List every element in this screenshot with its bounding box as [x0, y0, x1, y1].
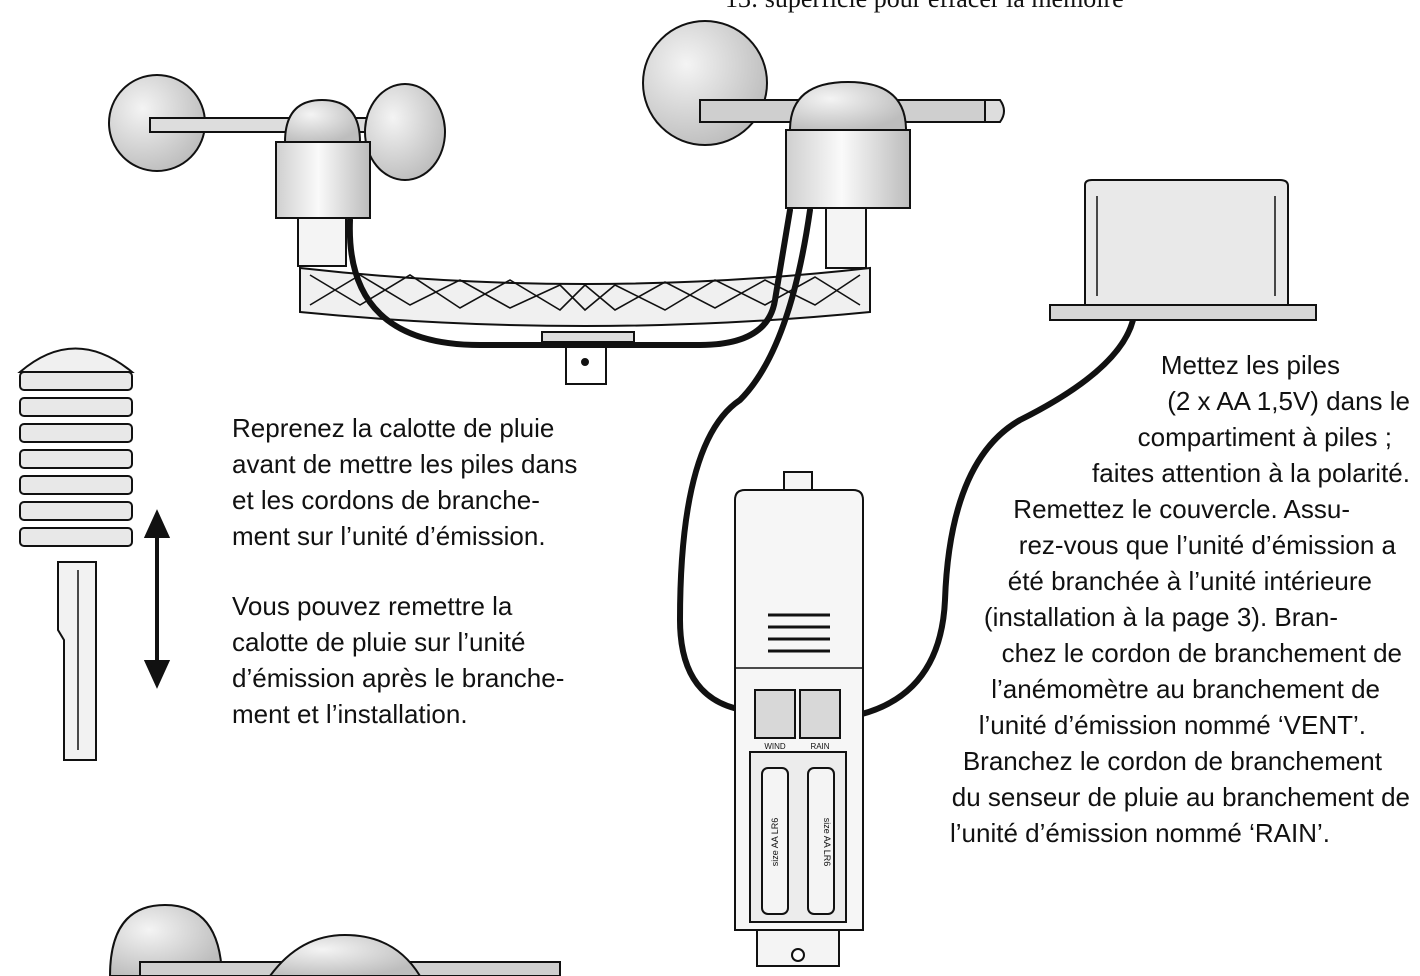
up-down-arrow [143, 509, 171, 689]
transmitter-vent [768, 613, 830, 653]
battery-2 [807, 767, 835, 915]
mounting-bar-frame [299, 266, 871, 327]
instruction-line: l’unité d’émission nommé ‘VENT’. [978, 710, 1366, 740]
rain-gauge-partial [108, 903, 561, 976]
instruction-batteries-cables: Mettez les piles (2 x AA 1,5V) dans le c… [880, 347, 1410, 851]
instruction-line: ment sur l’unité d’émission. [232, 521, 546, 551]
instruction-line: été branchée à l’unité intérieure [1007, 566, 1372, 596]
anemometer [108, 74, 446, 267]
battery-cover [1049, 179, 1317, 321]
battery-cover-flange [1049, 304, 1317, 321]
wind-vane [642, 20, 1005, 269]
anemometer-cable [346, 207, 793, 348]
instruction-line: chez le cordon de branchement de [1001, 638, 1402, 668]
instruction-line: Reprenez la calotte de pluie [232, 413, 555, 443]
instruction-remove-cap: Reprenez la calotte de pluie avant de me… [232, 410, 577, 554]
anemometer-dome [283, 98, 362, 143]
anemometer-cup-right [364, 83, 446, 181]
instruction-line: (installation à la page 3). Bran- [983, 602, 1338, 632]
instruction-line: Vous pouvez remettre la [232, 591, 513, 621]
battery-1 [761, 767, 789, 915]
wind-vane-mount [825, 207, 867, 269]
transmitter [734, 471, 864, 967]
instruction-line: compartiment à piles ; [1137, 422, 1392, 452]
anemometer-arm [149, 117, 401, 133]
instruction-line: Remettez le couvercle. Assu- [1013, 494, 1350, 524]
instruction-line: avant de mettre les piles dans [232, 449, 578, 479]
port-wind [754, 689, 796, 739]
instruction-line: faites attention à la polarité. [1092, 458, 1410, 488]
instruction-line: du senseur de pluie au branchement de [951, 782, 1410, 812]
instruction-line: Mettez les piles [1160, 350, 1340, 380]
anemometer-body [275, 141, 371, 219]
wind-vane-fin [642, 20, 768, 146]
instruction-line: d’émission après le branche- [232, 663, 565, 693]
anemometer-mount [297, 217, 347, 267]
instruction-line: et les cordons de branche- [232, 485, 540, 515]
instruction-replace-cap: Vous pouvez remettre la calotte de pluie… [232, 588, 564, 732]
instruction-line: l’unité d’émission nommé ‘RAIN’. [949, 818, 1330, 848]
instruction-line: Branchez le cordon de branchement [962, 746, 1382, 776]
instruction-line: (2 x AA 1,5V) dans le [1167, 386, 1410, 416]
radiation-shield-pole [57, 561, 97, 761]
instruction-line: ment et l’installation. [232, 699, 468, 729]
mounting-bar-lattice [309, 274, 861, 312]
mounting-bar [299, 266, 871, 385]
mounting-bracket-hole [581, 358, 589, 366]
wind-vane-dome [788, 80, 908, 131]
battery-cover-top [1084, 179, 1289, 306]
port-rain [799, 689, 841, 739]
cables [346, 207, 1136, 723]
top-caption: 13: superficie pour effacer la mémoire [725, 0, 1124, 14]
radiation-shield [17, 347, 135, 761]
wind-cable [676, 207, 813, 715]
wind-vane-body [785, 129, 911, 209]
instruction-line: calotte de pluie sur l’unité [232, 627, 526, 657]
rain-cable [822, 317, 1136, 723]
instruction-line: l’anémomètre au branchement de [991, 674, 1380, 704]
radiation-shield-cap [17, 347, 135, 373]
wind-vane-tip [984, 99, 1005, 123]
instruction-line: rez-vous que l’unité d’émission a [1018, 530, 1396, 560]
mounting-bracket-plate [541, 331, 635, 343]
